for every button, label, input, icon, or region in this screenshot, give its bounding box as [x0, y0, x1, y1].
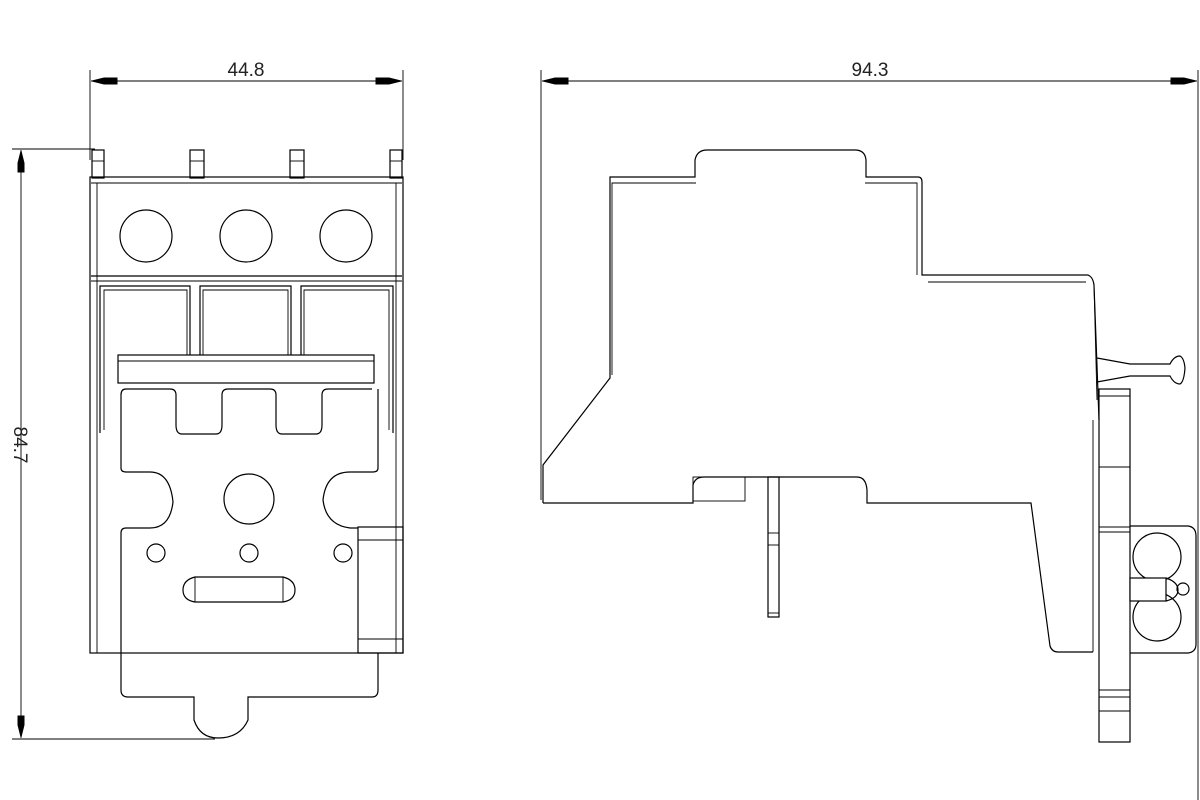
mounting-strip — [1092, 388, 1131, 743]
side-view — [542, 149, 1197, 743]
terminal-screw-holes — [119, 209, 373, 263]
adjustment-knob — [1096, 355, 1186, 385]
front-height-label: 84.7 — [9, 427, 30, 464]
mounting-holes — [146, 473, 353, 563]
slot-opening — [182, 576, 296, 603]
dimension-width-front: 44.8 — [89, 60, 404, 160]
terminal-box — [1129, 525, 1197, 654]
dimension-width-side: 94.3 — [540, 60, 1199, 800]
terminal-tabs — [91, 149, 403, 179]
side-width-label: 94.3 — [852, 60, 889, 81]
front-width-label: 44.8 — [228, 60, 265, 81]
front-view — [89, 149, 404, 739]
side-latch-block — [357, 526, 404, 654]
dimension-height-front: 84.7 — [9, 148, 215, 740]
probe-pin — [767, 476, 780, 618]
